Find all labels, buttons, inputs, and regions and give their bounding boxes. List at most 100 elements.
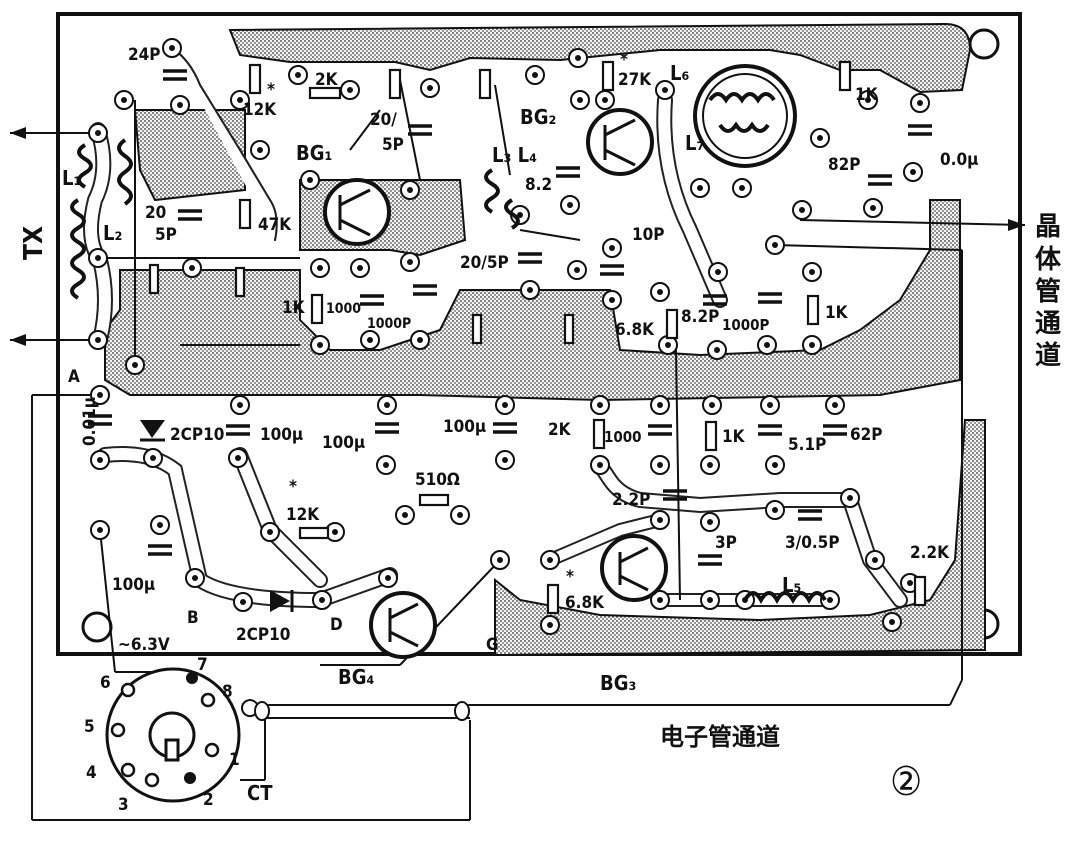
solder-pad-hole (407, 187, 413, 193)
lbl-2k-top: 2K (315, 70, 339, 90)
resistor-body (478, 68, 492, 100)
capacitors (88, 69, 932, 566)
solder-pad-hole (657, 597, 663, 603)
lbl-10p: 10P (632, 225, 665, 245)
solder-pad-hole (910, 169, 916, 175)
solder-pad-hole (150, 455, 156, 461)
lbl-12k-bot: 12K (286, 505, 320, 525)
transistor-bg3 (600, 534, 668, 602)
solder-pad-hole (257, 147, 263, 153)
lbl-20-5p-c: 20/5P (460, 253, 509, 273)
resistor-body (592, 418, 606, 450)
star-4: * (566, 567, 574, 587)
lbl-2-2k: 2.2K (910, 543, 950, 563)
solder-pad-hole (772, 462, 778, 468)
resistor-body (308, 86, 342, 100)
star-3: * (289, 477, 297, 497)
solder-pad-hole (799, 207, 805, 213)
solder-pad-hole (532, 72, 538, 78)
transistor-bg1 (323, 178, 391, 246)
solder-pad-hole (865, 97, 871, 103)
lbl-6-8k-bot: 6.8K (565, 593, 605, 613)
solder-pad-hole (384, 402, 390, 408)
pin-1: 1 (229, 750, 240, 770)
lbl-1000-bot: 1000 (604, 428, 642, 446)
right-io-char-1: 晶 (1035, 212, 1061, 242)
solder-pad-hole (872, 557, 878, 563)
pin-6: 6 (100, 673, 111, 693)
lbl-47k: 47K (258, 215, 292, 235)
lbl-8-2-top: 8.2 (525, 175, 552, 195)
lbl-100u-1: 100μ (260, 425, 303, 445)
solder-pad-hole (319, 597, 325, 603)
wires (10, 79, 1026, 821)
solder-pad-hole (567, 202, 573, 208)
transistor-bg4 (369, 591, 437, 659)
lbl-62p: 62P (850, 425, 883, 445)
solder-pad-hole (177, 102, 183, 108)
solder-pad-hole (169, 45, 175, 51)
resistor-body (806, 294, 820, 326)
node-d: D (330, 615, 343, 635)
resistors (148, 60, 927, 615)
star-1: * (267, 80, 275, 100)
resistor-body (310, 293, 324, 325)
resistor-body (418, 493, 450, 507)
resistor-body (388, 68, 402, 100)
solder-pad-hole (917, 100, 923, 106)
solder-pad-hole (870, 205, 876, 211)
label-bg1: BG₁ (296, 141, 332, 165)
solder-pad-hole (767, 402, 773, 408)
solder-pad-hole (157, 522, 163, 528)
filament-label: ~6.3V (118, 635, 170, 655)
solder-pad-hole (457, 512, 463, 518)
resistor-body (601, 60, 615, 92)
resistor-body (298, 526, 330, 540)
solder-pad-hole (95, 337, 101, 343)
solder-pad-hole (597, 402, 603, 408)
label-bg3: BG₃ (600, 671, 636, 695)
resistor-body (248, 63, 262, 95)
pin-3: 3 (118, 795, 129, 815)
solder-pad-hole (657, 517, 663, 523)
label-l5: L₅ (782, 573, 801, 597)
solder-pad-hole (385, 575, 391, 581)
lbl-1k-bot: 1K (722, 427, 746, 447)
coil-l1 (77, 138, 133, 206)
solder-pad-hole (709, 402, 715, 408)
label-l3l4: L₃ L₄ (492, 143, 537, 167)
pin-7: 7 (197, 655, 208, 675)
solder-pad-hole (597, 462, 603, 468)
io-arrows (10, 127, 1025, 346)
label-l7: L₇ (685, 131, 704, 155)
tube-socket (105, 667, 470, 803)
solder-pad-hole (889, 619, 895, 625)
lbl-3p: 3P (715, 533, 737, 553)
solder-pad-hole (402, 512, 408, 518)
figure-number: ② (890, 759, 922, 805)
solder-pad-hole (547, 622, 553, 628)
lbl-27k: 27K (618, 70, 652, 90)
solder-pad-hole (367, 337, 373, 343)
solder-pad-hole (715, 269, 721, 275)
resistor-body (913, 575, 927, 607)
solder-pad-hole (609, 297, 615, 303)
solder-pad-hole (739, 185, 745, 191)
lbl-8-2p-mid: 8.2P (681, 307, 719, 327)
resistor-body (238, 198, 252, 230)
solder-pads (88, 38, 930, 635)
solder-pad-hole (317, 265, 323, 271)
solder-pad-hole (295, 72, 301, 78)
node-b: B (187, 608, 199, 628)
solder-pad-hole (707, 462, 713, 468)
label-bg4: BG₄ (338, 665, 374, 689)
solder-pad-hole (697, 185, 703, 191)
pin-8: 8 (222, 682, 233, 702)
solder-pad-hole (609, 245, 615, 251)
label-l2: L₂ (103, 221, 122, 245)
solder-pad-hole (97, 527, 103, 533)
right-io-label: 晶 体 管 通 道 (1035, 212, 1062, 371)
lbl-24p: 24P (128, 45, 161, 65)
resistor-body (563, 313, 575, 345)
solder-pad-hole (497, 557, 503, 563)
